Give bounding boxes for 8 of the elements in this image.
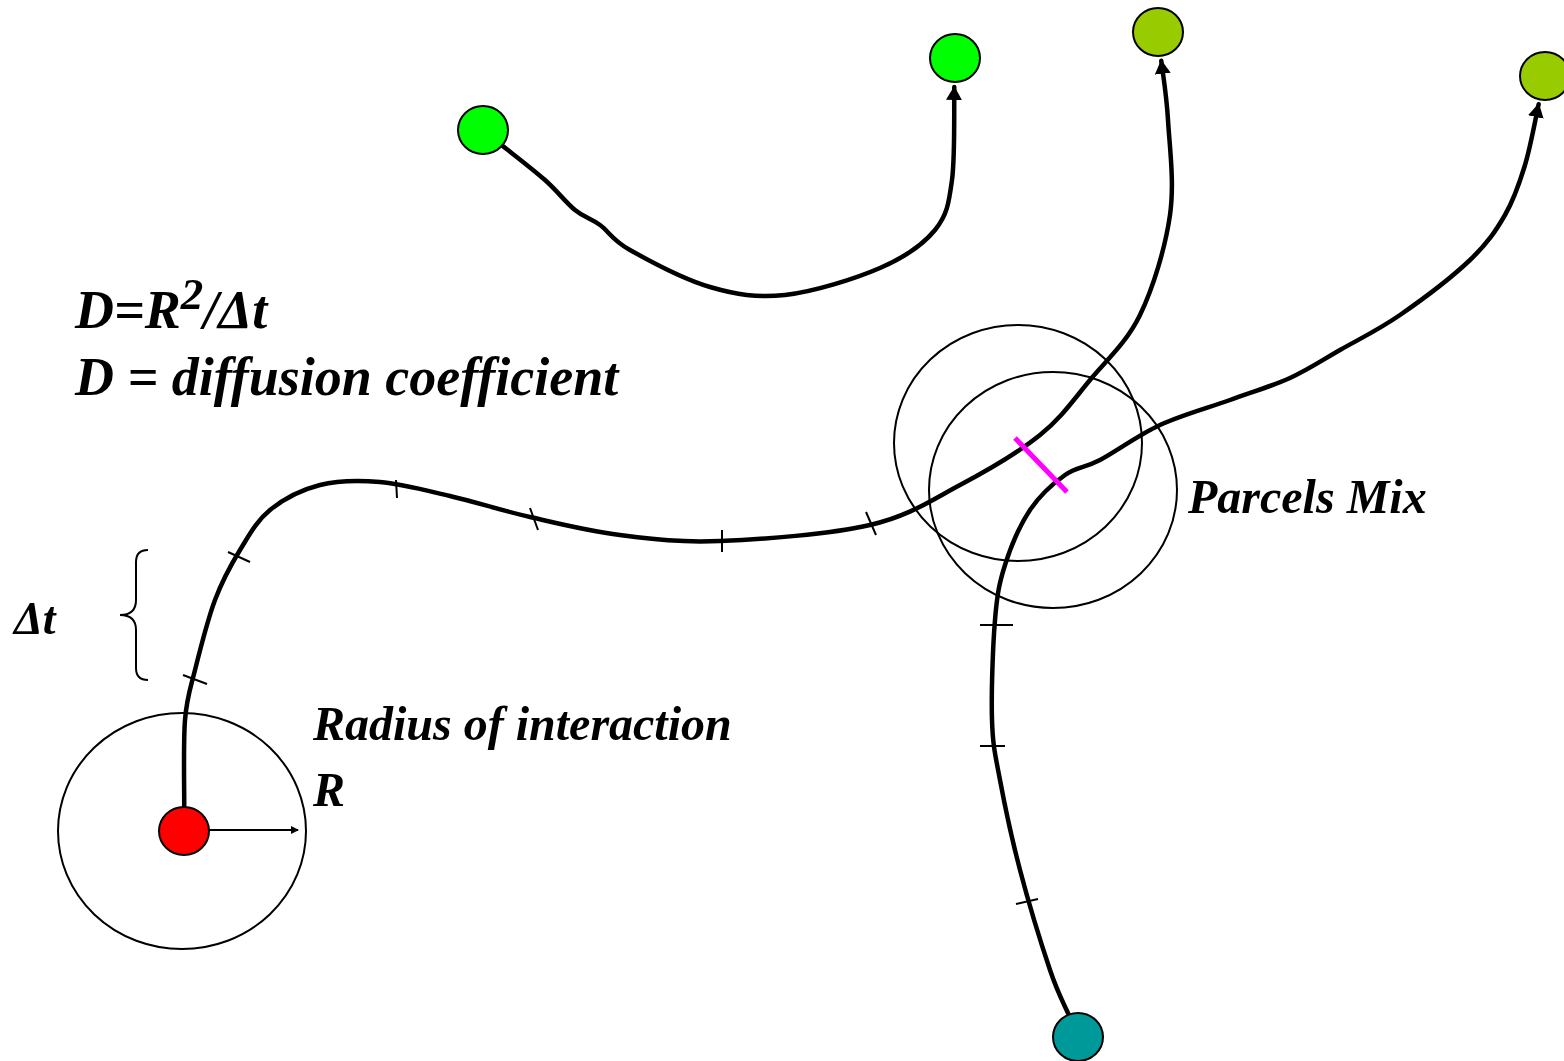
label: R [313,766,345,814]
label: Parcels Mix [1188,473,1427,521]
label: Radius of interaction [313,700,732,748]
trajectory-arrow [500,84,963,299]
time-step-label: Δt [14,596,56,642]
trajectory-arrow [989,102,1544,1017]
trajectory-arrow [181,58,1175,809]
formula: D=R$^{2}$/Δt [75,272,268,337]
